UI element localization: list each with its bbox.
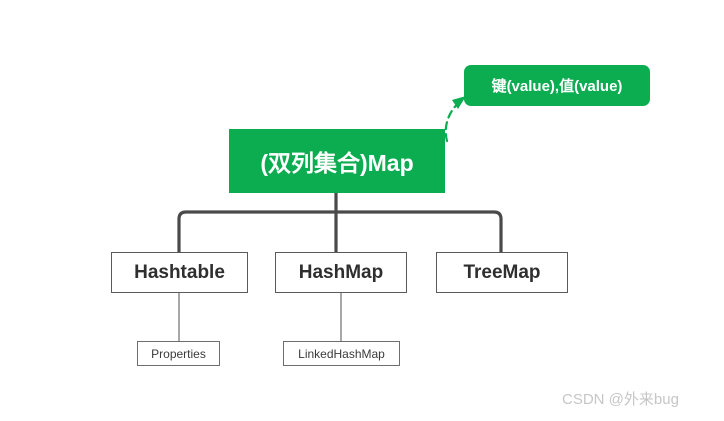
node-hashtable-label: Hashtable: [134, 261, 225, 283]
node-hashmap[interactable]: HashMap: [275, 252, 407, 293]
root-node-map[interactable]: (双列集合)Map: [229, 129, 445, 193]
node-properties[interactable]: Properties: [137, 341, 220, 366]
watermark-text: CSDN @外来bug: [562, 391, 679, 408]
connector-bus-left: [177, 210, 336, 252]
root-node-label: (双列集合)Map: [260, 150, 414, 176]
node-hashmap-label: HashMap: [298, 261, 384, 283]
callout-dashed-connector: [444, 99, 463, 143]
node-treemap[interactable]: TreeMap: [436, 252, 568, 293]
node-linkedhashmap[interactable]: LinkedHashMap: [283, 341, 400, 366]
connector-bus-right: [336, 210, 503, 252]
node-treemap-label: TreeMap: [463, 261, 541, 283]
callout-bubble[interactable]: 键(value),值(value): [464, 65, 650, 106]
node-linkedhashmap-label: LinkedHashMap: [298, 346, 385, 361]
node-properties-label: Properties: [151, 346, 206, 361]
callout-label: 键(value),值(value): [491, 78, 623, 95]
node-hashtable[interactable]: Hashtable: [111, 252, 248, 293]
